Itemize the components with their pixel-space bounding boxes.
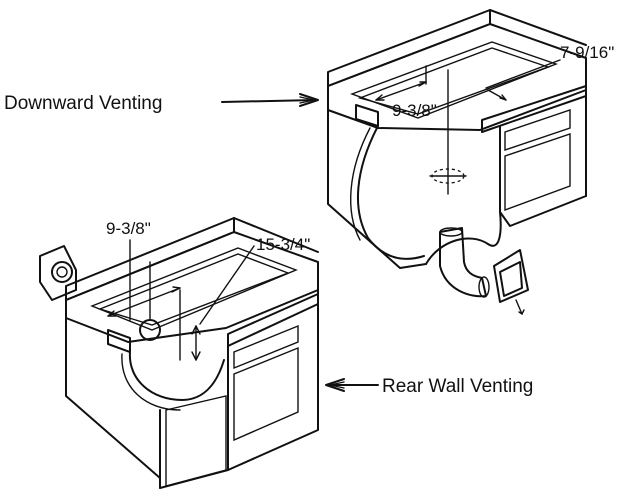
top-width-dimension: 9-3/8": [392, 101, 437, 120]
rear-wall-venting-arrow: [325, 378, 379, 392]
bottom-depth-dimension: 15-3/4": [256, 235, 310, 254]
rear-wall-venting-label: Rear Wall Venting: [382, 376, 533, 397]
downward-venting-cabinet: [327, 9, 587, 316]
downward-venting-label: Downward Venting: [4, 93, 162, 114]
rear-wall-venting-cabinet: [39, 217, 319, 489]
downward-venting-arrow: [221, 93, 319, 107]
bottom-width-dimension: 9-3/8": [106, 219, 151, 238]
top-depth-dimension: 7-9/16": [560, 43, 614, 62]
